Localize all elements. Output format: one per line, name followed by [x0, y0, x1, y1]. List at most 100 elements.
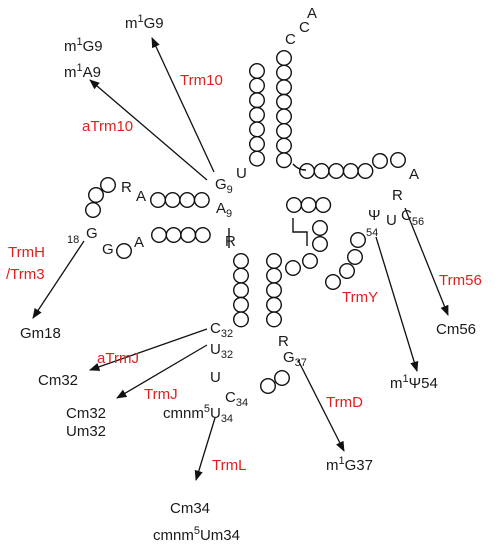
enzyme-trmh: TrmH	[8, 244, 45, 261]
nucleotide-circle	[165, 226, 182, 243]
nucleotide-circle	[232, 267, 249, 284]
arrow-trm10	[151, 37, 215, 173]
nucleotide-circle	[248, 150, 265, 167]
nucleotide-circle	[248, 92, 265, 109]
enzyme-trmd: TrmD	[326, 394, 363, 411]
product-cmnm5um34: cmnm5Um34	[153, 525, 240, 544]
arrow-trmy	[375, 236, 419, 372]
arrow-trml	[194, 417, 216, 481]
product-um32: Um32	[66, 423, 106, 440]
modification-arrows	[32, 37, 449, 481]
arrow-atrm10	[89, 79, 208, 181]
nucleotide-circle	[248, 106, 265, 123]
nt-u34: cmnm5U34	[163, 403, 233, 425]
nt-c56: C56	[401, 207, 424, 228]
nucleotide-circle	[276, 108, 293, 125]
nucleotide-circle	[276, 64, 293, 81]
nucleotide-circle	[276, 50, 293, 67]
nucleotide-circle	[339, 263, 356, 280]
nucleotide-labels: A C C U G9 A9 R A 18 G G A A R Ψ 54 U C5…	[67, 5, 424, 425]
nucleotide-circle	[99, 176, 116, 193]
enzyme-trm56: Trm56	[439, 272, 482, 289]
nt-c-1: C	[285, 31, 296, 48]
nucleotide-circle	[342, 162, 359, 179]
product-cm34: Cm34	[170, 500, 210, 517]
nucleotide-circle	[164, 191, 181, 208]
modification-products: m1G9 m1G9 m1A9 Gm18 Cm32 Cm32 Um32 Cm34 …	[20, 13, 476, 544]
product-cm32-a: Cm32	[38, 372, 78, 389]
product-m1g9-top: m1G9	[125, 13, 164, 32]
enzyme-trmy: TrmY	[342, 289, 378, 306]
nucleotide-circle	[286, 196, 303, 213]
nucleotide-circles	[84, 50, 407, 395]
arrow-trmh	[32, 240, 85, 319]
arrow-atrmj	[89, 328, 208, 371]
arrow-trmj	[116, 344, 208, 399]
product-m1g9: m1G9	[64, 36, 103, 55]
nt-c32: C32	[210, 320, 233, 340]
nucleotide-circle	[232, 252, 249, 269]
nucleotide-circle	[84, 201, 101, 218]
nucleotide-circle	[276, 122, 293, 139]
product-m1a9: m1A9	[64, 62, 101, 81]
nucleotide-circle	[302, 252, 319, 269]
nt-g-dloop: G	[102, 241, 114, 258]
nucleotide-circle	[300, 196, 317, 213]
nucleotide-circle	[232, 296, 249, 313]
nucleotide-circle	[285, 260, 302, 277]
nucleotide-circle	[194, 226, 211, 243]
nucleotide-circle	[232, 311, 249, 328]
nucleotide-circle	[260, 378, 277, 395]
nucleotide-circle	[276, 79, 293, 96]
nucleotide-circle	[315, 196, 332, 213]
nucleotide-circle	[312, 235, 329, 252]
nt-u8: U	[236, 165, 247, 182]
nt-r-tloop: R	[392, 187, 403, 204]
nucleotide-circle	[193, 191, 210, 208]
nucleotide-circle	[248, 63, 265, 80]
product-m1g37: m1G37	[326, 455, 373, 474]
product-cm56: Cm56	[436, 321, 476, 338]
nucleotide-circle	[115, 242, 132, 259]
nt-u55: U	[386, 212, 397, 229]
nucleotide-circle	[347, 248, 364, 265]
nt-a-3prime: A	[307, 5, 317, 22]
enzyme-labels: Trm10 aTrm10 TrmH /Trm3 aTrmJ TrmJ TrmL …	[6, 72, 482, 474]
nucleotide-circle	[87, 186, 104, 203]
nucleotide-circle	[248, 77, 265, 94]
nucleotide-circle	[266, 282, 283, 299]
nucleotide-circle	[276, 137, 293, 154]
nucleotide-circle	[266, 296, 283, 313]
nucleotide-circle	[372, 152, 389, 169]
nucleotide-circle	[390, 151, 407, 168]
nt-a9: A9	[216, 200, 232, 220]
product-gm18: Gm18	[20, 325, 61, 342]
nt-psi54: Ψ	[368, 207, 381, 224]
nucleotide-circle	[350, 231, 367, 248]
nt-a-dloop-2: A	[134, 234, 144, 251]
nt-g9: G9	[215, 176, 233, 196]
enzyme-atrm10: aTrm10	[82, 118, 133, 135]
nucleotide-circle	[232, 282, 249, 299]
product-cm32-b: Cm32	[66, 405, 106, 422]
nucleotide-circle	[357, 162, 374, 179]
enzyme-atrmj: aTrmJ	[97, 350, 139, 367]
nt-g18: G	[86, 225, 98, 242]
nucleotide-circle	[179, 191, 196, 208]
product-m1psi54: m1Ψ54	[390, 373, 438, 392]
nt-r-anticodon: R	[225, 233, 236, 250]
nt-psi54-number: 54	[366, 227, 378, 239]
arrow-trmd	[297, 359, 345, 452]
nucleotide-circle	[274, 370, 291, 387]
nucleotide-circle	[150, 226, 167, 243]
nucleotide-circle	[180, 226, 197, 243]
arrow-trm56	[404, 207, 449, 316]
nt-r37: R	[278, 333, 289, 350]
nucleotide-circle	[248, 135, 265, 152]
nucleotide-circle	[248, 121, 265, 138]
nucleotide-circle	[266, 267, 283, 284]
nt-a-tloop: A	[409, 166, 419, 183]
nucleotide-circle	[328, 162, 345, 179]
enzyme-trm10: Trm10	[180, 72, 223, 89]
